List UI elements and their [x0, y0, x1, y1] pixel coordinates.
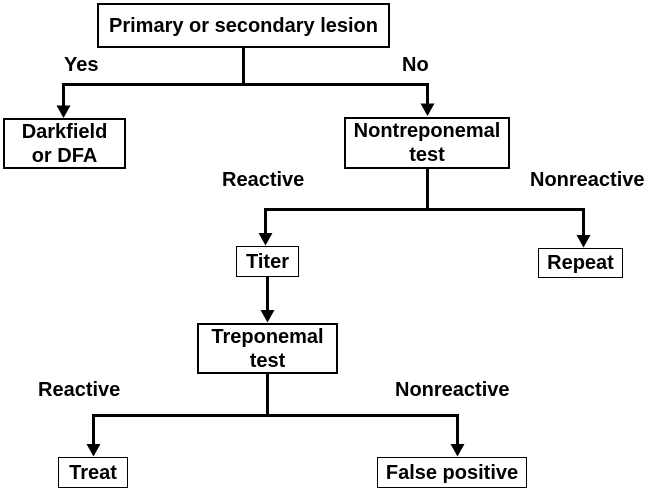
edge-label-nonreactive-bottom: Nonreactive — [395, 379, 510, 401]
arrowhead-down-icon — [258, 233, 273, 246]
arrowhead-down-icon — [56, 105, 71, 118]
node-false-positive: False positive — [377, 457, 527, 488]
arrowheads — [56, 103, 591, 457]
node-treat: Treat — [58, 457, 128, 488]
node-titer: Titer — [236, 246, 299, 277]
node-primary-or-secondary-lesion: Primary or secondary lesion — [97, 3, 390, 48]
arrowhead-down-icon — [86, 444, 101, 457]
node-repeat: Repeat — [538, 248, 623, 278]
arrowhead-down-icon — [260, 310, 275, 323]
node-nontreponemal-test: Nontreponemal test — [344, 117, 510, 169]
connector-lines — [62, 48, 585, 444]
arrowhead-down-icon — [420, 103, 435, 116]
edge-label-reactive-bottom: Reactive — [38, 379, 121, 401]
node-treponemal-test: Treponemal test — [197, 323, 338, 374]
edge-label-yes: Yes — [64, 54, 99, 76]
arrowhead-down-icon — [450, 444, 465, 457]
edge-label-no: No — [402, 54, 429, 76]
arrowhead-down-icon — [576, 235, 591, 248]
edge-label-nonreactive-mid: Nonreactive — [530, 169, 645, 191]
edge-label-reactive-mid: Reactive — [222, 169, 305, 191]
node-darkfield-or-dfa: Darkfield or DFA — [3, 118, 126, 169]
